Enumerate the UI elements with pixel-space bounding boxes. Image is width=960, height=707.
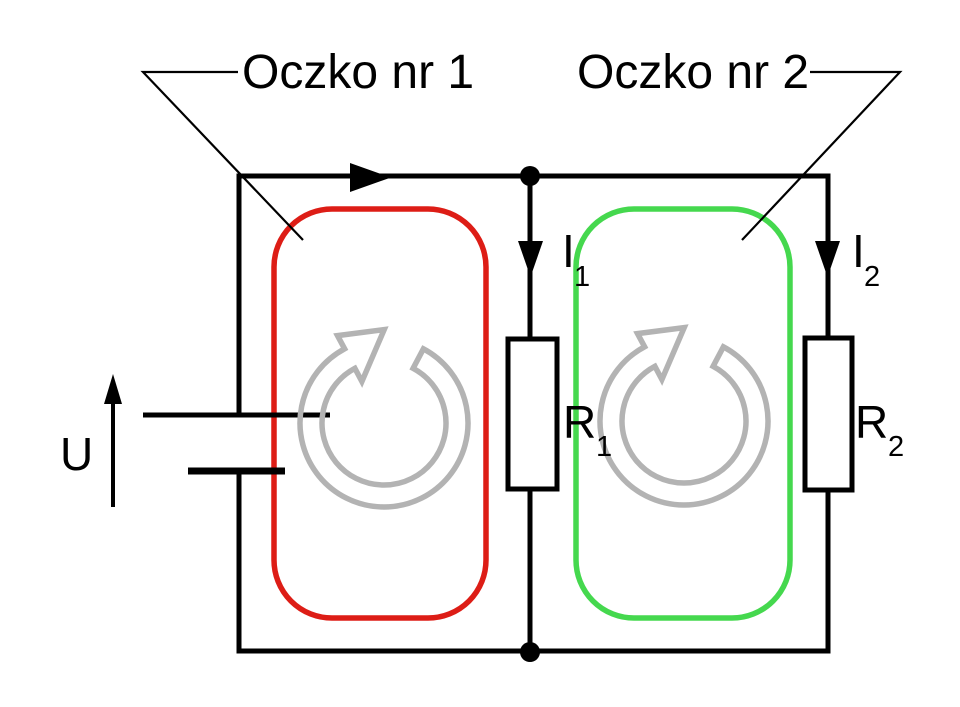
voltage-label: U [60, 428, 93, 480]
mesh2-rotation-arrow-icon [600, 328, 768, 505]
current2-label: I [852, 225, 865, 277]
junction-dot-top [520, 166, 540, 186]
mesh1-leader-line [140, 70, 304, 241]
mesh2-loop-outline [573, 206, 793, 621]
voltage-arrow-head-icon [104, 374, 122, 404]
current1-arrow-icon [518, 241, 543, 277]
current2-label-subscript: 2 [864, 261, 880, 293]
mesh1-label: Oczko nr 1 [242, 46, 474, 99]
resistor2-label: R [855, 396, 888, 448]
resistor2-label-subscript: 2 [888, 431, 904, 463]
current1-label-subscript: 1 [574, 261, 590, 293]
junction-dot-bottom [520, 642, 540, 662]
mesh1-rotation-arrow-icon [300, 330, 468, 507]
resistor1-body [505, 336, 560, 492]
current1-label: I [562, 225, 575, 277]
mesh2-label: Oczko nr 2 [577, 46, 809, 99]
resistor1-label-subscript: 1 [596, 431, 612, 463]
resistor1-label: R [563, 396, 596, 448]
top-wire-current-arrow-icon [350, 163, 391, 192]
resistor2-body [802, 335, 855, 493]
current2-arrow-icon [815, 241, 840, 277]
mesh2-leader-line [741, 70, 903, 241]
